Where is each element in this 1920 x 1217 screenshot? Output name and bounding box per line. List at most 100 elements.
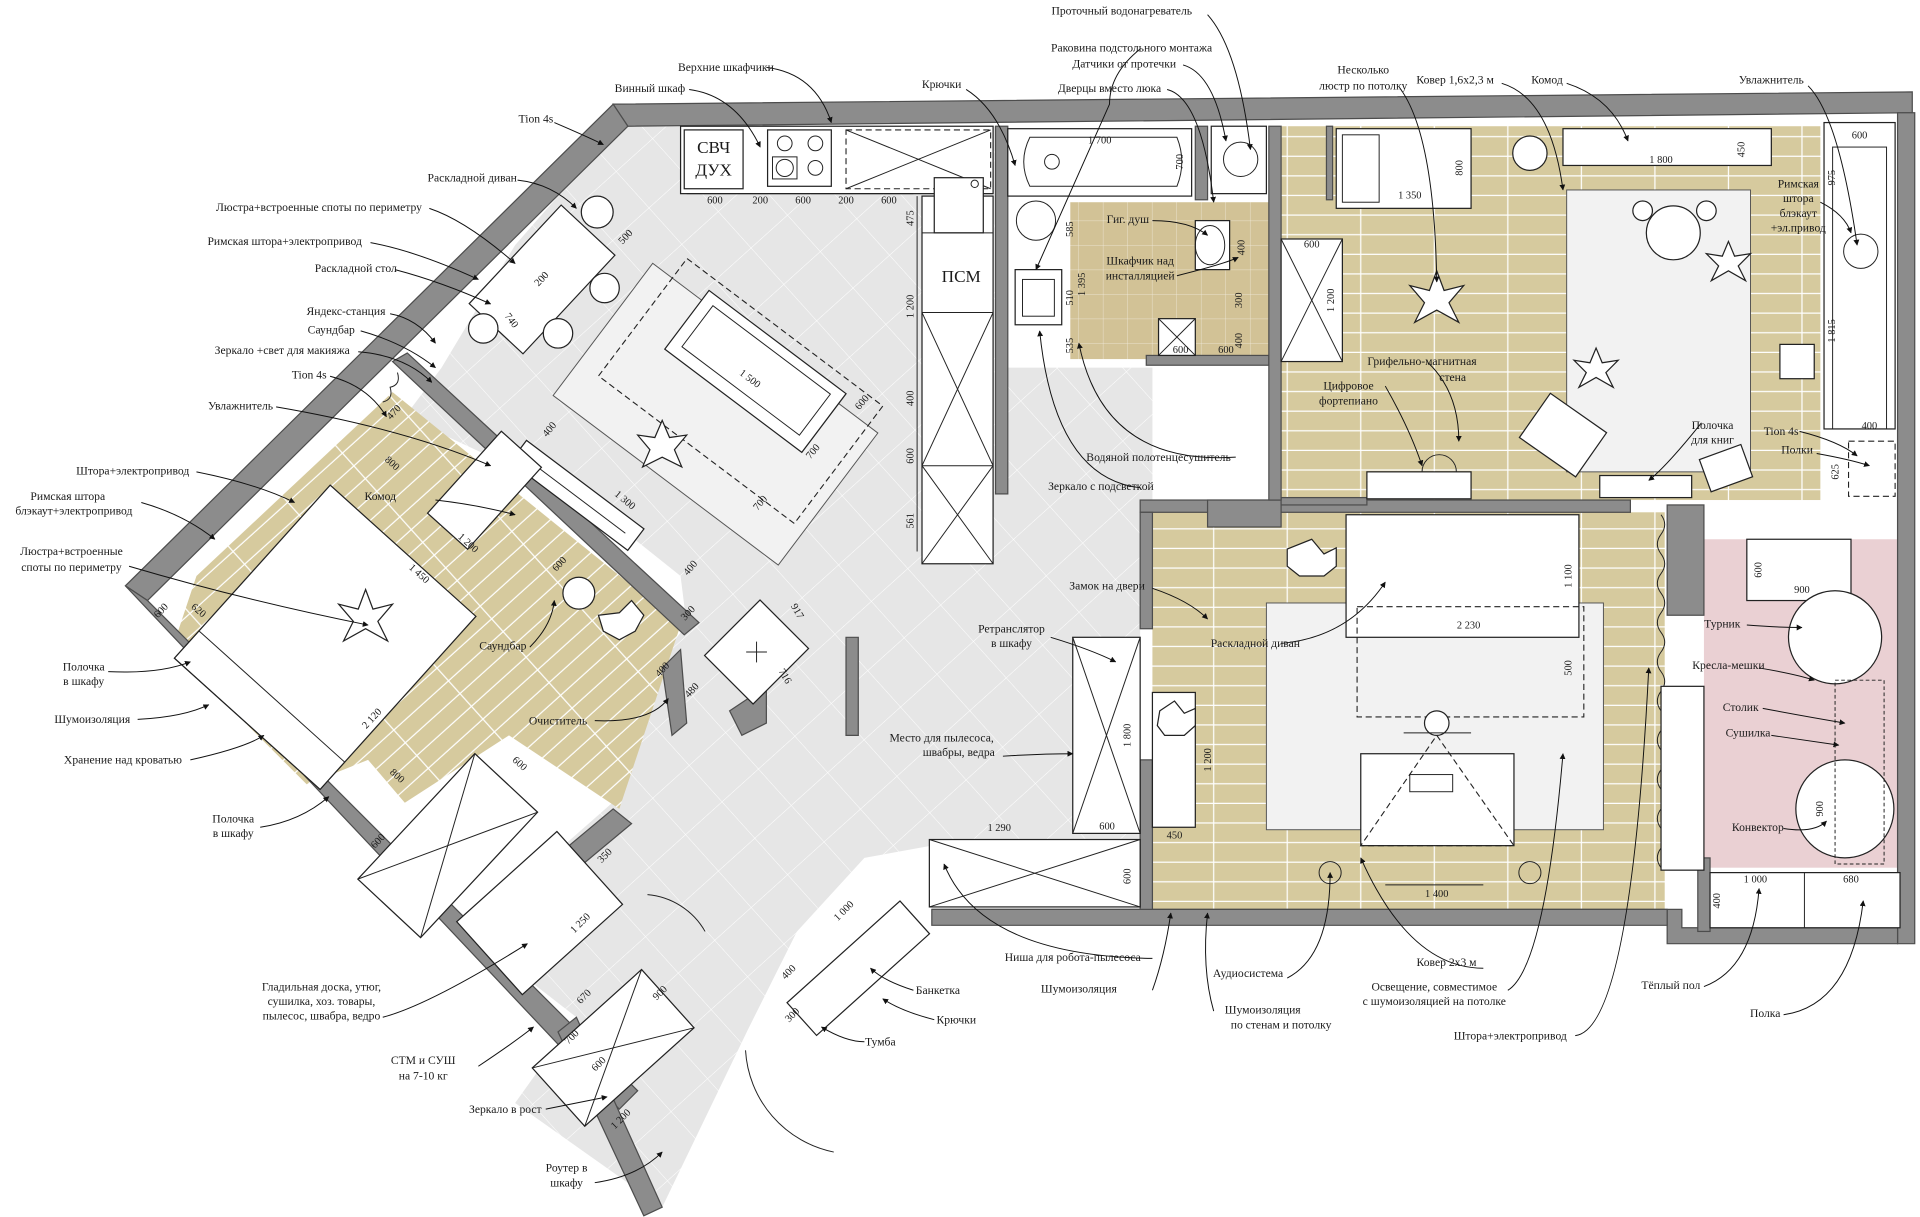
label-door-lock: Замок на двери [1069,580,1145,593]
svg-text:510: 510 [1065,290,1076,306]
balcony-wardrobe [1660,685,1705,871]
label-shelf-wardrobe-2b: в шкафу [213,827,254,840]
leader-lines [108,14,1870,1184]
label-roman-right-1: Римская [1778,178,1820,191]
label-hyg-shower: Гиг. душ [1107,213,1149,226]
label-noise-walls-1: Шумоизоляция [1225,1004,1302,1017]
kids-chandelier-icon [1408,269,1466,324]
label-ironing-3: пылесос, швабра, ведро [263,1010,381,1023]
label-sofa-office: Раскладной диван [1211,637,1300,650]
label-repeater-1: Ретранслятор [978,622,1045,635]
svg-text:600: 600 [881,195,897,206]
label-tion-left: Tion 4s [292,369,327,382]
living-chandelier-icon [636,418,689,469]
label-leak-sensors: Датчики от протечки [1072,57,1176,70]
label-dryer: Сушилка [1726,727,1771,740]
svg-text:300: 300 [1234,292,1245,308]
svg-text:1 700: 1 700 [1088,135,1111,146]
svg-text:600: 600 [1122,868,1133,884]
svg-text:400: 400 [905,391,916,407]
label-roman-blackout-1: Римская штора [30,490,105,503]
label-router-2: шкафу [550,1176,583,1189]
bedroom: 470 800 1 200 1 450 600 400 300 2 120 60… [152,403,702,939]
label-folding-table: Раскладной стол [315,262,397,275]
label-curtain-motor: Штора+электропривод [76,464,189,477]
kitchen-sink [933,177,984,234]
svg-text:1 800: 1 800 [1122,724,1133,747]
label-storage-over-bed: Хранение над кроватью [64,754,182,767]
svg-text:400: 400 [1234,333,1245,349]
label-cabinet-installation-2: инсталляцией [1106,269,1175,282]
label-soundbar-top: Саундбар [308,323,355,336]
label-slate-wall-2: стена [1439,371,1466,384]
svg-text:1 350: 1 350 [1398,191,1421,202]
shower-cabinet [1210,125,1268,195]
svg-text:975: 975 [1827,170,1838,186]
label-noise-left: Шумоизоляция [54,713,131,726]
svg-text:600: 600 [510,755,529,774]
label-piano-1: Цифровое [1323,380,1373,393]
label-hooks-bottom: Крючки [937,1013,977,1026]
kids-shelf [1599,474,1693,499]
dining-chairs [467,195,620,349]
bean-bag-1 [1787,590,1883,685]
svg-text:680: 680 [1843,874,1859,885]
label-washer-dryer-1: СТМ и СУШ [391,1054,456,1067]
label-nightstand: Тумба [865,1035,896,1048]
balcony: 900 600 900 1 000 680 400 [1660,538,1901,929]
svg-text:900: 900 [1815,801,1826,817]
kids-room: 1 350 800 1 800 450 600 975 1 815 400 62… [1335,121,1896,500]
svg-text:200: 200 [752,195,768,206]
microwave-label-2: ДУХ [695,160,732,179]
svg-text:500: 500 [1564,660,1575,676]
label-shelf-wardrobe-2a: Полочка [212,812,254,825]
label-air-purifier: Очиститель [529,714,587,727]
balcony-shelf [1709,871,1901,929]
svg-text:600: 600 [1218,345,1234,356]
label-vacuum-place-1: Место для пылесоса, [889,731,993,744]
label-humidifier-left: Увлажнитель [208,399,273,412]
svg-text:600: 600 [1852,130,1868,141]
label-shelves-right: Полки [1781,443,1813,456]
label-curtain-motor-bottom: Штора+электропривод [1454,1029,1567,1042]
label-shelf-wardrobe-1a: Полочка [63,660,105,673]
label-noise-walls-2: по стенам и потолку [1231,1018,1332,1031]
svg-text:600: 600 [1173,345,1189,356]
label-chandelier-spots-2b: споты по периметру [21,561,122,574]
label-vacuum-place-2: швабры, ведра [923,746,995,759]
svg-text:1 815: 1 815 [1827,319,1838,342]
svg-text:1 000: 1 000 [1744,874,1767,885]
label-audio-system: Аудиосистема [1213,967,1283,980]
label-wine-cabinet: Винный шкаф [615,82,686,95]
office-sofa [1345,514,1580,638]
label-soundbar-bedroom: Саундбар [479,640,526,653]
kids-bed [1335,128,1472,209]
label-tion-right: Tion 4s [1764,425,1799,438]
label-small-table: Столик [1723,701,1759,714]
cooktop [766,129,832,187]
storage-unit [455,830,624,996]
label-rug-top: Ковер 1,6х2,3 м [1416,73,1494,86]
svg-text:1 200: 1 200 [905,295,916,318]
bedroom-chandelier-icon [336,587,395,643]
label-dresser-bedroom: Комод [365,490,397,503]
label-shelf-bottom: Полка [1750,1007,1781,1020]
svg-text:1 000: 1 000 [832,899,856,923]
svg-text:1 800: 1 800 [1649,155,1672,166]
label-robot-niche: Ниша для робота-пылесоса [1005,951,1141,964]
label-doors-hatch: Дверцы вместо люка [1058,82,1161,95]
label-convector: Конвектор [1732,821,1784,834]
entry: 350 1 250 670 900 700 600 1 200 1 000 40… [455,830,931,1153]
label-upper-cabinets: Верхние шкафчики [678,61,774,74]
svg-text:900: 900 [1794,585,1810,596]
kitchen-dims: 600 200 600 200 600 475 1 200 400 600 56… [686,193,918,552]
label-roman-right-2: штора [1783,192,1814,205]
bathroom: 1 700 700 585 510 1 395 535 400 600 300 … [1007,125,1343,363]
label-ironing-2: сушилка, хоз. товары, [268,995,376,1008]
kids-dresser [1562,128,1772,167]
kids-desk [1823,121,1896,430]
svg-text:600: 600 [1099,822,1115,833]
svg-text:585: 585 [1065,221,1076,237]
label-piano-2: фортепиано [1319,394,1378,407]
